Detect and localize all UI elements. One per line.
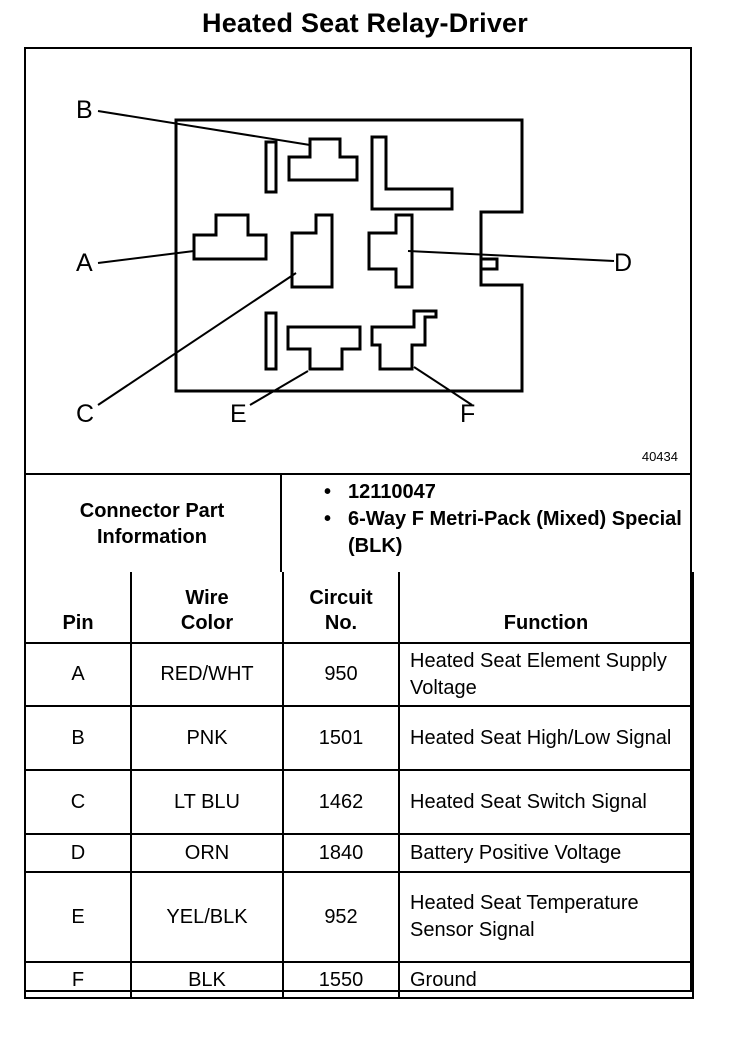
table-row: A RED/WHT 950 Heated Seat Element Supply… [24,642,694,707]
function-cell: Battery Positive Voltage [398,833,694,873]
pin-cell: F [24,961,132,999]
table-row: F BLK 1550 Ground [24,961,694,999]
function-text: Heated Seat Temperature Sensor Signal [410,892,639,941]
pin-label-e: E [230,400,247,428]
function-cell: Heated Seat Element Supply Voltage [398,642,694,707]
pin-cell: E [24,871,132,963]
table-row: C LT BLU 1462 Heated Seat Switch Signal [24,769,694,835]
header-wire-color-text: Wire Color [180,587,234,634]
pin-cell: A [24,642,132,707]
circuit-cell: 1840 [282,833,400,873]
table-row: B PNK 1501 Heated Seat High/Low Signal [24,705,694,771]
connector-housing [174,118,524,393]
header-pin: Pin [24,572,132,644]
wire-color-cell: PNK [130,705,284,771]
leader-d [407,250,615,262]
connector-info-heading: Connector Part Information [24,475,282,572]
connector-info-heading-text: Connector Part Information [79,499,225,548]
key-bar-top-left [264,140,278,194]
function-cell: Heated Seat Temperature Sensor Signal [398,871,694,963]
terminal-d [367,213,414,289]
circuit-cell: 1550 [282,961,400,999]
wire-color-cell: ORN [130,833,284,873]
table-header-row: Pin Wire Color Circuit No. Function [24,572,694,644]
divider-line [24,473,692,475]
circuit-cell: 1462 [282,769,400,835]
function-cell: Heated Seat Switch Signal [398,769,694,835]
header-function: Function [398,572,694,644]
leader-b [97,110,311,146]
key-bar-bottom-left [264,311,278,371]
pin-label-d: D [614,249,633,277]
header-circuit-no: Circuit No. [282,572,400,644]
leader-f [413,366,473,406]
table-row: D ORN 1840 Battery Positive Voltage [24,833,694,873]
circuit-cell: 1501 [282,705,400,771]
table-row: E YEL/BLK 952 Heated Seat Temperature Se… [24,871,694,963]
connector-diagram: B A C D E F 40434 [24,47,692,474]
terminal-c [290,213,334,289]
figure-number: 40434 [641,449,678,464]
connector-latch [481,257,499,271]
pin-cell: C [24,769,132,835]
pinout-table: Pin Wire Color Circuit No. Function A RE… [24,572,694,999]
leader-a [97,250,195,264]
key-l-top-right [370,135,454,211]
pin-label-b: B [76,96,93,124]
wire-color-cell: YEL/BLK [130,871,284,963]
function-cell: Heated Seat High/Low Signal [398,705,694,771]
pin-label-f: F [460,400,476,428]
wire-color-cell: RED/WHT [130,642,284,707]
terminal-e [286,325,362,371]
pin-label-c: C [76,400,95,428]
circuit-cell: 952 [282,871,400,963]
terminal-a [192,213,268,261]
header-wire-color: Wire Color [130,572,284,644]
header-circuit-no-text: Circuit No. [309,587,373,634]
wire-color-cell: LT BLU [130,769,284,835]
terminal-f [370,309,438,371]
leader-e [249,370,309,406]
pin-label-a: A [76,249,93,277]
connector-part-number: 12110047 [282,479,692,506]
leader-c [97,272,297,406]
page-title: Heated Seat Relay-Driver [202,8,528,38]
terminal-b [287,137,359,182]
wire-color-cell: BLK [130,961,284,999]
function-cell: Ground [398,961,694,999]
connector-info-details: 12110047 6-Way F Metri-Pack (Mixed) Spec… [282,479,692,560]
connector-face-drawing [97,110,615,406]
connector-type: 6-Way F Metri-Pack (Mixed) Special (BLK) [282,506,692,560]
circuit-cell: 950 [282,642,400,707]
pin-cell: B [24,705,132,771]
pin-cell: D [24,833,132,873]
